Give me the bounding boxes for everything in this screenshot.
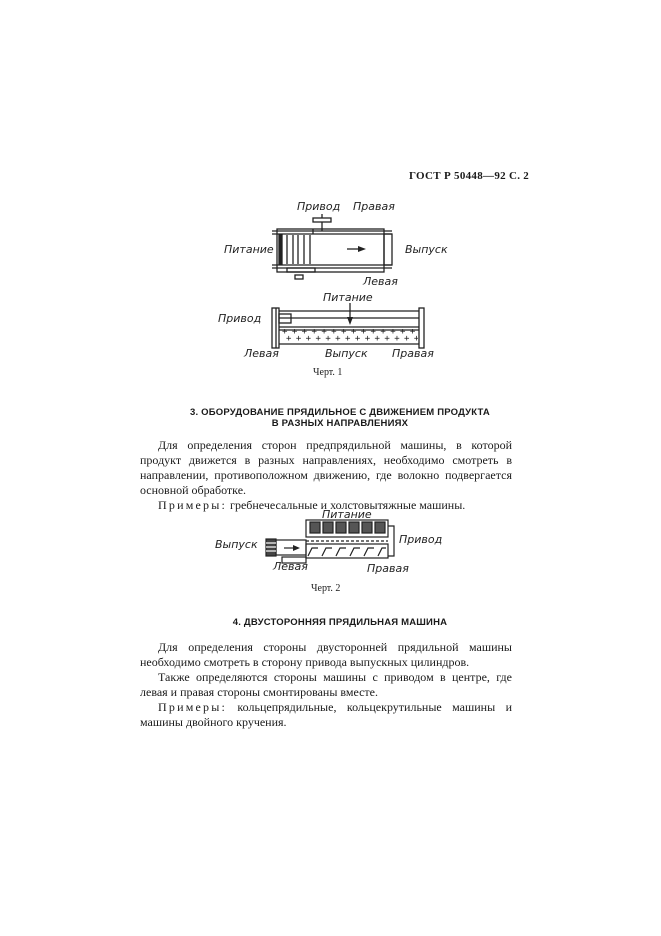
document-header: ГОСТ Р 50448—92 С. 2 xyxy=(409,170,530,182)
label-feed: Питание xyxy=(323,291,373,304)
section-4-body: Для определения стороны двусторонней пря… xyxy=(140,640,512,730)
label-left: Левая xyxy=(363,275,398,288)
section-3-title: 3. ОБОРУДОВАНИЕ ПРЯДИЛЬНОЕ С ДВИЖЕНИЕМ П… xyxy=(189,407,490,429)
figure-1-caption: Черт. 1 xyxy=(313,367,343,378)
label-right: Правая xyxy=(367,562,409,575)
label-right: Правая xyxy=(353,200,395,213)
label-output: Выпуск xyxy=(325,347,368,360)
section-3-body: Для определения сторон предпрядильной ма… xyxy=(140,438,512,513)
label-drive: Привод xyxy=(218,312,262,325)
label-right: Правая xyxy=(392,347,434,360)
label-left: Левая xyxy=(273,560,308,573)
label-output: Выпуск xyxy=(215,538,258,551)
label-feed: Питание xyxy=(322,508,372,521)
label-output: Выпуск xyxy=(405,243,448,256)
section-4-examples: Примеры: кольцепрядильные, кольцекрутиль… xyxy=(140,700,512,729)
section-3-paragraph: Для определения сторон предпрядильной ма… xyxy=(140,438,512,497)
section-4-paragraph-1: Для определения стороны двусторонней пря… xyxy=(140,640,512,669)
label-drive: Привод xyxy=(399,533,443,546)
label-feed: Питание xyxy=(224,243,274,256)
section-4-paragraph-2: Также определяются стороны машины с прив… xyxy=(140,670,512,699)
section-4-title: 4. ДВУСТОРОННЯЯ ПРЯДИЛЬНАЯ МАШИНА xyxy=(232,617,448,628)
label-left: Левая xyxy=(244,347,279,360)
section-3-examples: Примеры: гребнечесальные и холстовытяжны… xyxy=(158,498,466,512)
fiber-pattern: + + + + + + + + + + + + + + + + + + + + … xyxy=(282,329,418,343)
label-drive: Привод xyxy=(297,200,341,213)
figure-2-caption: Черт. 2 xyxy=(311,583,341,594)
